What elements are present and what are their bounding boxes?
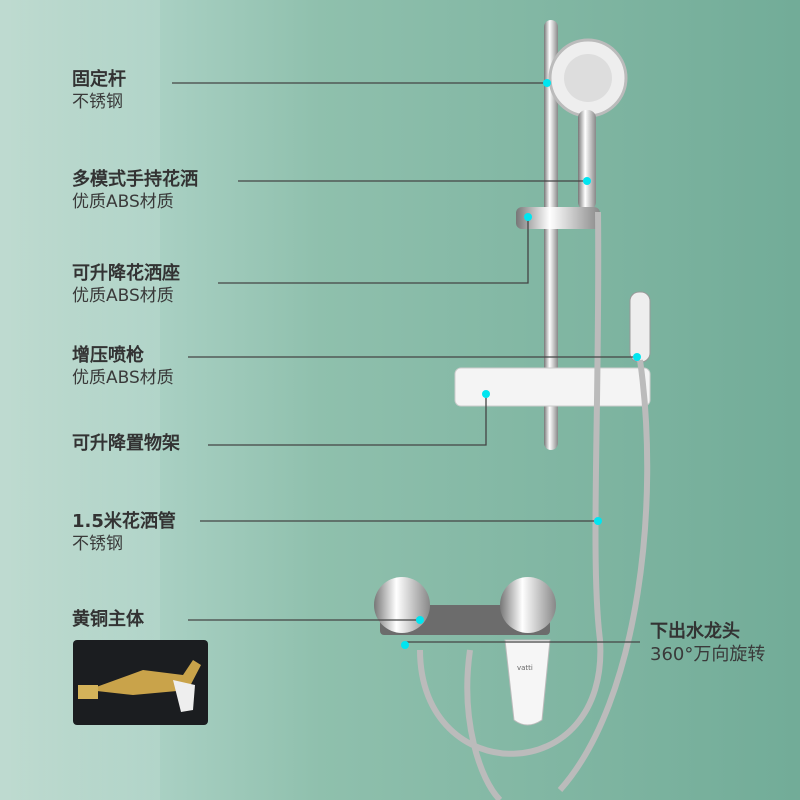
marker-dots — [401, 79, 641, 649]
label-spray-gun: 增压喷枪优质ABS材质 — [72, 345, 174, 389]
label-brass-body: 黄铜主体 — [72, 609, 144, 630]
label-hose: 1.5米花洒管不锈钢 — [72, 511, 176, 555]
label-shower-holder: 可升降花洒座优质ABS材质 — [72, 263, 180, 307]
faucet-handle — [504, 639, 551, 726]
hose — [417, 211, 651, 800]
brand-logo: vatti — [517, 664, 533, 672]
label-fixed-rod: 固定杆不锈钢 — [72, 69, 126, 113]
spray-gun — [629, 291, 651, 363]
slide-bar — [544, 20, 558, 450]
handheld-handle — [578, 110, 596, 210]
shower-holder — [516, 207, 600, 229]
label-shelf: 可升降置物架 — [72, 433, 180, 454]
label-handheld-shower: 多模式手持花洒优质ABS材质 — [72, 169, 198, 213]
brass-body-inset-image — [73, 640, 208, 725]
shelf — [454, 367, 651, 407]
leader-lines — [172, 82, 640, 643]
